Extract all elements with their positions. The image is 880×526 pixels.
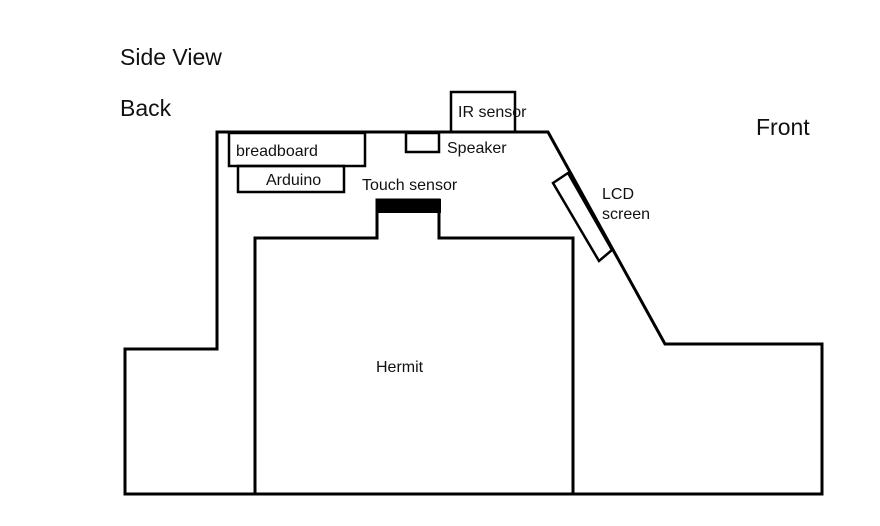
speaker-box xyxy=(404,131,441,154)
hermit-label: Hermit xyxy=(376,359,424,376)
touch-sensor-label: Touch sensor xyxy=(362,177,458,194)
arduino-label: Arduino xyxy=(266,172,321,189)
breadboard-label: breadboard xyxy=(236,143,318,160)
ir-sensor-label: IR sensor xyxy=(458,104,527,121)
lcd-label-line2: screen xyxy=(602,206,650,223)
enclosure-outline xyxy=(123,130,824,496)
arduino-box xyxy=(236,164,346,194)
view-title: Side View xyxy=(120,44,222,70)
ir-sensor-box xyxy=(449,90,517,134)
back-label: Back xyxy=(120,95,172,121)
front-label: Front xyxy=(756,114,810,140)
lcd-label-line1: LCD xyxy=(602,186,634,203)
speaker-label: Speaker xyxy=(447,140,507,157)
lcd-screen-box xyxy=(551,171,614,263)
hermit-box xyxy=(253,198,575,496)
touch-sensor-bar xyxy=(376,199,441,213)
